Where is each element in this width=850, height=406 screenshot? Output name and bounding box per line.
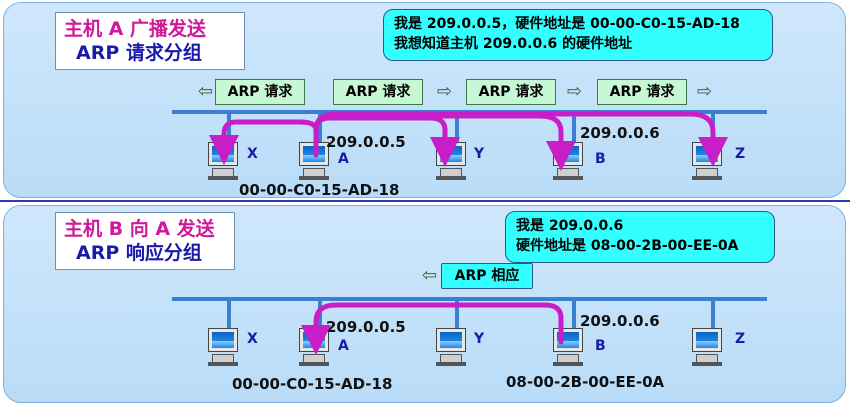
right-arrow-icon: ⇨: [697, 81, 713, 102]
left-arrow-icon: ⇦: [198, 81, 214, 102]
host-label-b: B: [595, 338, 606, 354]
request-callout: 我是 209.0.0.5，硬件地址是 00-00-C0-15-AD-18 我想知…: [383, 9, 773, 61]
host-label-z: Z: [735, 146, 746, 162]
response-callout: 我是 209.0.0.6 硬件地址是 08-00-2B-00-EE-0A: [505, 211, 775, 263]
computer-icon: [206, 328, 242, 368]
response-callout-line2: 硬件地址是 08-00-2B-00-EE-0A: [516, 238, 739, 254]
host-label-z: Z: [735, 331, 746, 347]
host-label-x: X: [247, 331, 258, 347]
drop-line: [455, 110, 459, 142]
broadcast-arrow-to-y: [313, 115, 460, 167]
right-arrow-icon: ⇨: [567, 81, 583, 102]
host-label-y: Y: [474, 146, 485, 162]
network-bus: [172, 297, 767, 301]
mac-address-a: 00-00-C0-15-AD-18: [232, 375, 393, 393]
arp-reply-box: ARP 相应: [441, 263, 533, 289]
request-callout-line1: 我是 209.0.0.5，硬件地址是 00-00-C0-15-AD-18: [394, 16, 740, 32]
response-title-line2: ARP 响应分组: [76, 242, 202, 264]
mac-address-a: 00-00-C0-15-AD-18: [239, 181, 400, 199]
request-callout-line2: 我想知道主机 209.0.0.6 的硬件地址: [394, 36, 633, 52]
arp-request-box-3: ARP 请求: [466, 79, 556, 105]
request-title-line2: ARP 请求分组: [76, 42, 202, 64]
request-title-box: 主机 A 广播发送 ARP 请求分组: [55, 12, 245, 70]
right-arrow-icon: ⇨: [437, 81, 453, 102]
drop-line: [572, 297, 576, 329]
ip-address-b: 209.0.0.6: [580, 124, 660, 142]
response-title-line1: 主机 B 向 A 发送: [64, 218, 215, 240]
computer-icon: [690, 328, 726, 368]
response-callout-line1: 我是 209.0.0.6: [516, 218, 624, 234]
drop-line: [318, 110, 322, 142]
host-label-a: A: [338, 338, 349, 354]
drop-line: [455, 297, 459, 329]
arp-request-box-1: ARP 请求: [215, 79, 305, 105]
reply-arrow-b-to-a: [301, 302, 564, 355]
host-label-x: X: [247, 146, 258, 162]
broadcast-arrow-to-z: [313, 111, 728, 167]
response-title-box: 主机 B 向 A 发送 ARP 响应分组: [55, 212, 235, 270]
drop-line: [572, 110, 576, 142]
drop-line: [227, 297, 231, 329]
computer-icon: [434, 328, 470, 368]
ip-address-b: 209.0.0.6: [580, 312, 660, 330]
left-arrow-icon: ⇦: [422, 265, 438, 286]
host-label-b: B: [595, 151, 606, 167]
host-label-y: Y: [474, 331, 485, 347]
drop-line: [711, 297, 715, 329]
host-label-a: A: [338, 151, 349, 167]
request-title-line1: 主机 A 广播发送: [64, 18, 206, 40]
ip-address-a: 209.0.0.5: [326, 133, 406, 151]
broadcast-arrow-to-x: [209, 119, 319, 165]
section-divider: [0, 200, 850, 202]
arp-request-box-2: ARP 请求: [333, 79, 423, 105]
arp-request-box-4: ARP 请求: [597, 79, 687, 105]
ip-address-a: 209.0.0.5: [326, 318, 406, 336]
mac-address-b: 08-00-2B-00-EE-0A: [506, 373, 665, 391]
